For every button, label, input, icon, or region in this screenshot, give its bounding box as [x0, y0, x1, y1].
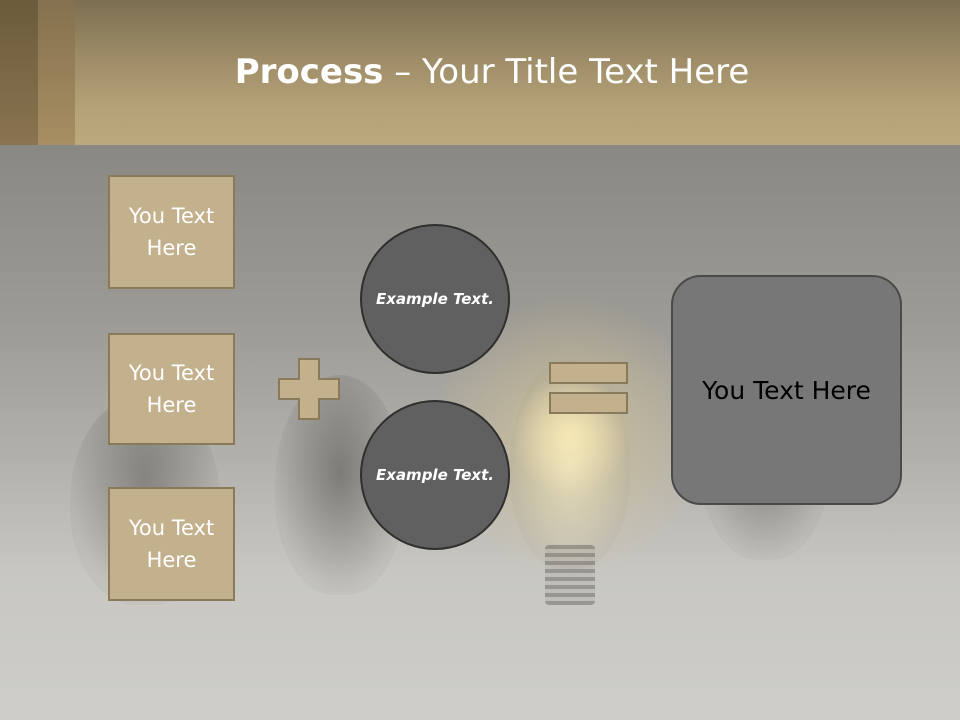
header-band: [0, 0, 960, 145]
result-box[interactable]: You Text Here: [671, 275, 902, 505]
input-box-1[interactable]: You Text Here: [108, 175, 235, 289]
example-circle-2[interactable]: Example Text.: [360, 400, 510, 550]
plus-icon: [278, 358, 340, 420]
equals-icon: [549, 362, 628, 414]
input-box-3[interactable]: You Text Here: [108, 487, 235, 601]
header-accent-strip: [38, 0, 75, 145]
slide-title[interactable]: Process – Your Title Text Here: [0, 52, 960, 92]
bulb-base: [545, 545, 595, 605]
slide-title-rest: – Your Title Text Here: [383, 52, 750, 92]
slide-title-bold: Process: [234, 52, 384, 92]
example-circle-1[interactable]: Example Text.: [360, 224, 510, 374]
input-box-2[interactable]: You Text Here: [108, 333, 235, 445]
header-accent-strip: [0, 0, 38, 145]
